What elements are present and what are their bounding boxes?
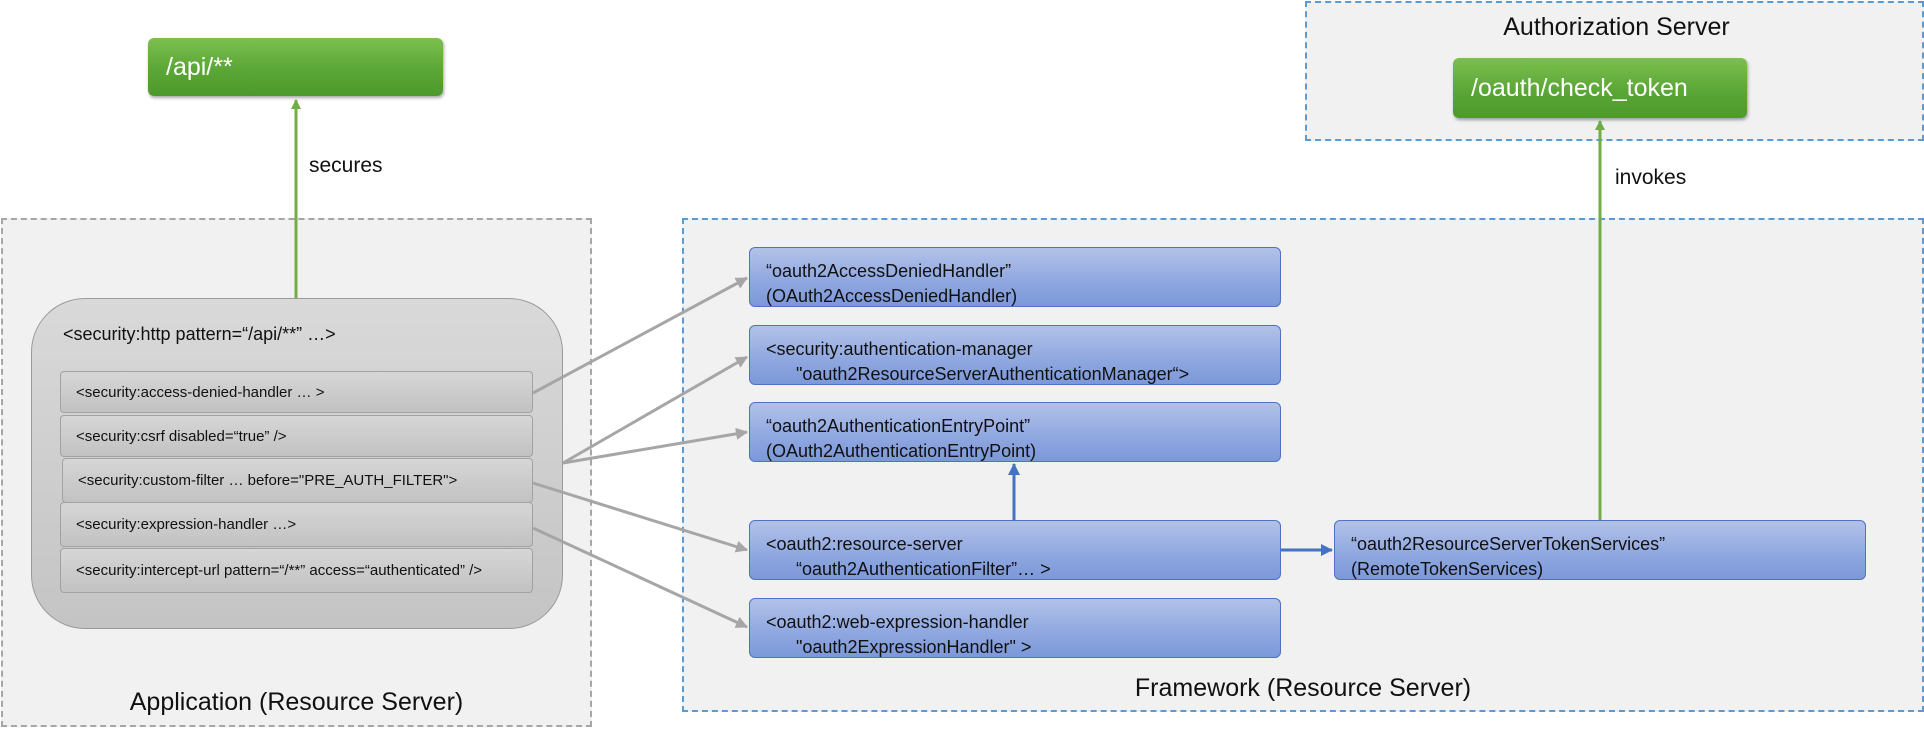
api-endpoint: /api/** xyxy=(148,38,443,96)
access-denied-handler-bean: “oauth2AccessDeniedHandler” (OAuth2Acces… xyxy=(749,247,1281,307)
token-services-bean-line1: “oauth2ResourceServerTokenServices” xyxy=(1351,534,1666,554)
expression-handler-item: <security:expression-handler …> xyxy=(60,502,533,547)
check-token-endpoint-label: /oauth/check_token xyxy=(1471,73,1688,102)
custom-filter-item: <security:custom-filter … before="PRE_AU… xyxy=(62,458,533,503)
web-expression-handler-bean-line1: <oauth2:web-expression-handler xyxy=(766,612,1029,632)
authentication-manager-bean-line1: <security:authentication-manager xyxy=(766,339,1033,359)
check-token-endpoint: /oauth/check_token xyxy=(1453,58,1747,118)
resource-server-bean: <oauth2:resource-server “oauth2Authentic… xyxy=(749,520,1281,580)
authentication-entry-point-bean: “oauth2AuthenticationEntryPoint” (OAuth2… xyxy=(749,402,1281,462)
arrow-web-expression-handler xyxy=(532,526,748,629)
application-container-label: Application (Resource Server) xyxy=(129,688,464,716)
access-denied-handler-bean-line1: “oauth2AccessDeniedHandler” xyxy=(766,261,1012,281)
security-http-title: <security:http pattern=“/api/**” …> xyxy=(63,324,336,344)
framework-container-label: Framework (Resource Server) xyxy=(1134,674,1472,702)
resource-server-bean-line1: <oauth2:resource-server xyxy=(766,534,963,554)
invokes-label: invokes xyxy=(1615,166,1687,189)
authentication-entry-point-bean-line2: (OAuth2AuthenticationEntryPoint) xyxy=(766,441,1037,461)
secures-label: secures xyxy=(309,154,383,177)
arrow-resource-server xyxy=(532,481,748,553)
access-denied-handler-item: <security:access-denied-handler … > xyxy=(60,371,533,413)
authentication-manager-bean: <security:authentication-manager "oauth2… xyxy=(749,325,1281,385)
web-expression-handler-bean: <oauth2:web-expression-handler "oauth2Ex… xyxy=(749,598,1281,658)
web-expression-handler-bean-line2: "oauth2ExpressionHandler" > xyxy=(766,637,1032,657)
arrow-access-denied xyxy=(532,276,748,395)
framework-container: Framework (Resource Server) xyxy=(682,218,1924,712)
resource-server-bean-line2: “oauth2AuthenticationFilter”… > xyxy=(766,559,1051,579)
intercept-url-item: <security:intercept-url pattern=“/**” ac… xyxy=(60,548,533,593)
api-endpoint-label: /api/** xyxy=(166,52,233,81)
arrow-authentication-manager xyxy=(562,355,748,465)
access-denied-handler-bean-line2: (OAuth2AccessDeniedHandler) xyxy=(766,286,1018,306)
token-services-bean: “oauth2ResourceServerTokenServices” (Rem… xyxy=(1334,520,1866,580)
csrf-item: <security:csrf disabled=“true” /> xyxy=(60,415,533,457)
arrow-entry-point xyxy=(562,427,748,465)
authentication-entry-point-bean-line1: “oauth2AuthenticationEntryPoint” xyxy=(766,416,1031,436)
authorization-server-label: Authorization Server xyxy=(1503,13,1730,41)
token-services-bean-line2: (RemoteTokenServices) xyxy=(1351,559,1544,579)
authentication-manager-bean-line2: "oauth2ResourceServerAuthenticationManag… xyxy=(766,364,1190,384)
